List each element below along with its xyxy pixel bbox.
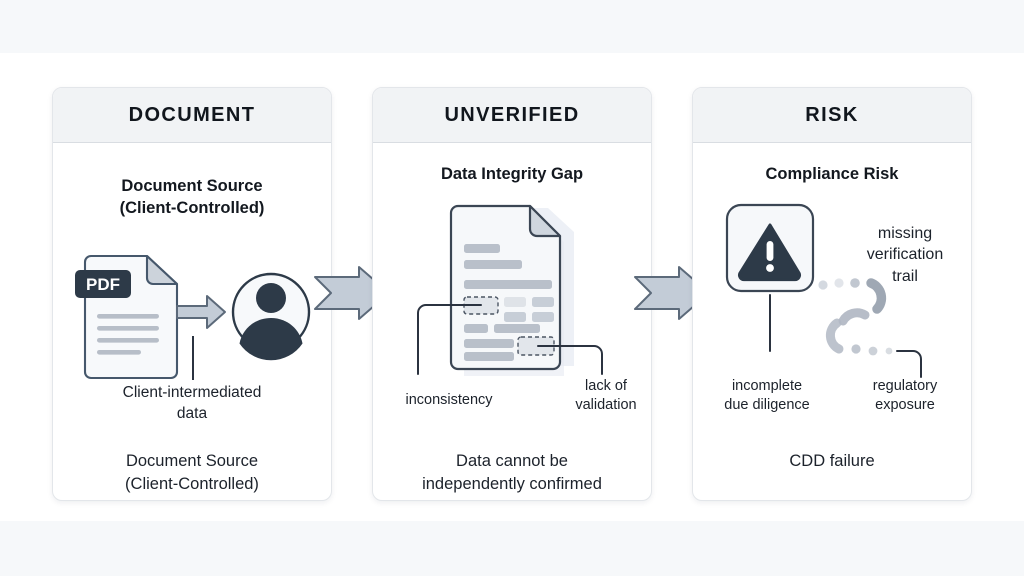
connector-line-regulatory-exposure — [896, 350, 922, 378]
panel-unverified-artwork — [378, 198, 648, 448]
panel-risk-caption-line1: CDD failure — [789, 452, 875, 470]
panel-document-header-title: DOCUMENT — [128, 103, 256, 126]
annotation-incomplete-due-diligence-line1: incomplete — [731, 378, 803, 394]
annotation-missing-verification-trail-line2: verification — [866, 246, 944, 264]
panel-risk-subtitle: Compliance Risk — [765, 165, 899, 183]
panel-risk-header: RISK — [693, 88, 971, 143]
dashed-region-validation — [517, 336, 555, 356]
panel-unverified-caption: Data cannot be independently confirmed — [373, 450, 651, 496]
annotation-regulatory-exposure-line1: regulatory — [872, 378, 938, 394]
annotation-regulatory-exposure-line2: exposure — [875, 397, 935, 414]
panel-document-caption-line1: Document Source — [125, 452, 259, 470]
stacked-document-icon — [449, 204, 562, 371]
pdf-badge: PDF — [75, 270, 131, 298]
annotation-client-intermediated-data: Client-intermediated data — [53, 383, 331, 425]
panel-unverified-header-title: UNVERIFIED — [444, 103, 580, 126]
annotation-incomplete-due-diligence: incomplete due diligence — [699, 377, 835, 416]
panel-risk[interactable]: RISK Compliance Risk — [692, 87, 972, 501]
dotted-trail-icon — [818, 278, 893, 356]
panel-document-subtitle-line2: (Client-Controlled) — [119, 199, 265, 218]
annotation-missing-verification-trail-line1: missing — [877, 225, 933, 242]
top-band — [0, 0, 1024, 53]
warning-triangle-icon — [725, 203, 815, 293]
annotation-lack-of-validation-line1: lack of — [585, 378, 627, 394]
connector-line-inconsistency — [417, 304, 482, 375]
panel-document-artwork: PDF — [73, 248, 313, 383]
panel-document[interactable]: DOCUMENT Document Source (Client-Control… — [52, 87, 332, 501]
annotation-missing-verification-trail-line3: trail — [892, 267, 918, 285]
panel-risk-caption: CDD failure — [693, 450, 971, 473]
panel-unverified-caption-line1: Data cannot be — [456, 452, 568, 470]
flow-arrow-document-to-unverified — [313, 266, 391, 320]
panel-unverified-header: UNVERIFIED — [373, 88, 651, 143]
panel-document-caption: Document Source (Client-Controlled) — [53, 450, 331, 496]
person-avatar-icon — [231, 272, 311, 361]
small-arrow-icon — [176, 295, 226, 329]
panel-unverified-caption-line2: independently confirmed — [422, 474, 602, 493]
connector-line-validation — [537, 345, 603, 375]
annotation-lack-of-validation-line2: validation — [575, 397, 637, 414]
annotation-regulatory-exposure: regulatory exposure — [843, 377, 967, 416]
panel-unverified-body: Data Integrity Gap — [373, 143, 651, 500]
panel-risk-body: Compliance Risk — [693, 143, 971, 500]
panel-document-body: Document Source (Client-Controlled) — [53, 143, 331, 500]
annotation-inconsistency-line1: inconsistency — [405, 392, 493, 408]
panel-risk-header-title: RISK — [805, 103, 859, 126]
panel-document-caption-line2: (Client-Controlled) — [125, 474, 259, 493]
panel-document-subtitle-line1: Document Source — [121, 177, 263, 195]
bottom-band — [0, 521, 1024, 576]
annotation-lack-of-validation: lack of validation — [563, 377, 649, 416]
panel-unverified[interactable]: UNVERIFIED Data Integrity Gap — [372, 87, 652, 501]
annotation-inconsistency: inconsistency — [381, 391, 517, 410]
panel-document-header: DOCUMENT — [53, 88, 331, 143]
panel-document-subtitle: Document Source (Client-Controlled) — [53, 175, 331, 220]
annotation-incomplete-due-diligence-line2: due diligence — [724, 397, 810, 414]
flow-arrow-unverified-to-risk — [633, 266, 711, 320]
annotation-client-intermediated-data-line2: data — [176, 404, 208, 422]
annotation-client-intermediated-data-line1: Client-intermediated — [122, 384, 262, 401]
panel-risk-artwork — [705, 199, 963, 389]
svg-text:PDF: PDF — [86, 275, 120, 294]
annotation-missing-verification-trail: missing verification trail — [845, 223, 965, 287]
panel-unverified-subtitle: Data Integrity Gap — [440, 165, 584, 183]
